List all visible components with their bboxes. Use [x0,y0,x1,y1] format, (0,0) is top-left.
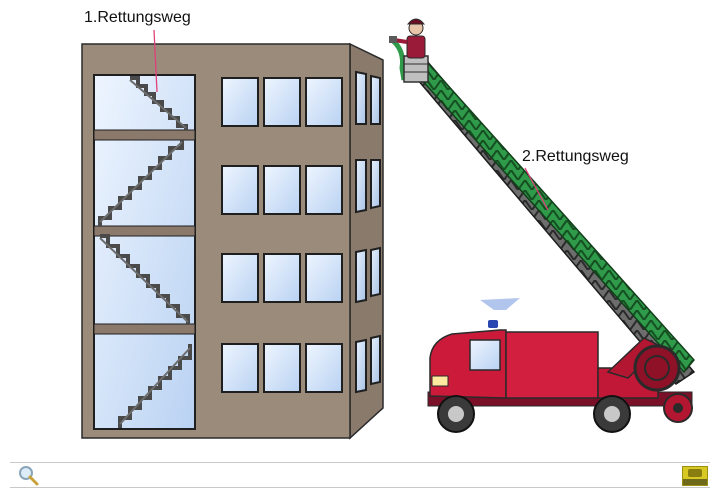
zoom-button[interactable] [16,464,40,486]
second-escape-route-label: 2.Rettungsweg [522,148,629,166]
warning-light-beam [480,298,520,310]
ladder-upper-rail [402,52,694,372]
truck-body [506,332,598,398]
ladder-winch [635,346,679,390]
water-hose [392,40,404,80]
logo-stripe [683,479,707,485]
building [82,44,383,438]
stairwell [94,75,195,429]
logo-mark [688,469,702,477]
rescue-routes-illustration [0,0,712,450]
firefighter [389,19,425,58]
blue-light [488,320,498,328]
rescue-basket [404,56,428,82]
magnifier-icon [16,464,40,486]
publisher-logo-icon[interactable] [682,466,708,486]
viewer-toolbar [10,462,710,488]
first-escape-route-label: 1.Rettungsweg [84,9,191,27]
